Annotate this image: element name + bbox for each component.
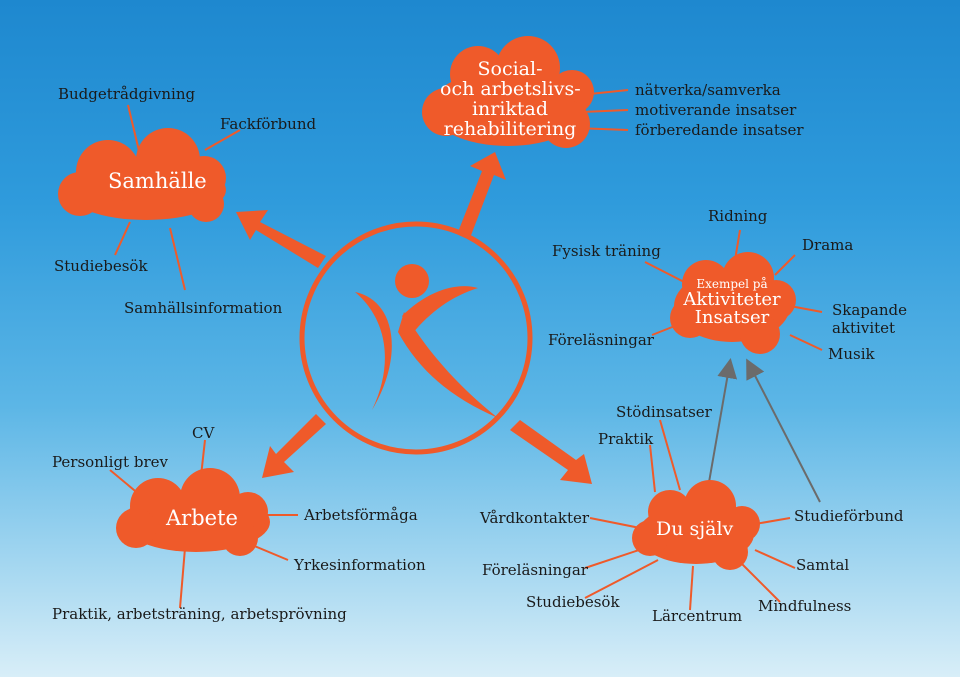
label-aktivitet: aktivitet (832, 319, 896, 337)
label-ridning: Ridning (708, 207, 768, 225)
person-k-logo-icon (355, 264, 498, 418)
arrow-to-du-sjalv (510, 420, 592, 484)
label-vardkontakter: Vårdkontakter (480, 509, 590, 527)
label-studiebesok-samhalle: Studiebesök (54, 257, 148, 275)
label-personligt-brev: Personligt brev (52, 453, 168, 471)
label-praktik-arbetstraning: Praktik, arbetsträning, arbetsprövning (52, 605, 347, 623)
cloud-du-sjalv (632, 480, 760, 570)
hub-aktiviteter: Exempel på Aktiviteter Insatser (676, 278, 788, 328)
label-fysisk-traning: Fysisk träning (552, 242, 661, 260)
label-fackforbund: Fackförbund (220, 115, 317, 133)
hub-samhalle: Samhälle (108, 169, 207, 193)
cloud-aktiviteter (670, 252, 796, 354)
cloud-rehab (422, 36, 594, 148)
hub-arbete: Arbete (166, 506, 238, 530)
label-samhallsinformation: Samhällsinformation (124, 299, 283, 317)
cloud-arbete (116, 468, 270, 556)
label-samtal: Samtal (796, 556, 850, 574)
label-studiebesok-du-sjalv: Studiebesök (526, 593, 620, 611)
label-larcentrum: Lärcentrum (652, 607, 743, 625)
hub-aktiviteter-line1: Exempel på (696, 277, 768, 291)
label-musik: Musik (828, 345, 875, 363)
cloud-samhalle (58, 128, 226, 222)
arrow-to-arbete (262, 414, 326, 478)
label-drama: Drama (802, 236, 854, 254)
hub-rehab-line1: Social- (477, 58, 543, 80)
label-arbetsformaga: Arbetsförmåga (304, 506, 418, 524)
label-motiverande: motiverande insatser (635, 101, 797, 119)
arrow-to-samhalle (236, 210, 326, 268)
label-praktik-du-sjalv: Praktik (598, 430, 654, 448)
label-cv: CV (192, 424, 215, 442)
connector-lines (109, 89, 823, 611)
label-yrkesinformation: Yrkesinformation (294, 556, 426, 574)
hub-rehab-line3: inriktad (471, 97, 549, 120)
label-forberedande: förberedande insatser (635, 121, 804, 139)
label-forelasningar-aktiviteter: Föreläsningar (548, 331, 654, 349)
label-skapande: Skapande (832, 301, 907, 319)
hub-du-sjalv: Du själv (656, 518, 734, 540)
gray-connector-arrows (707, 358, 821, 503)
hub-rehab: Social- och arbetslivs- inriktad rehabil… (440, 58, 581, 140)
hub-aktiviteter-line3: Insatser (694, 307, 770, 329)
hub-aktiviteter-line2: Aktiviteter (683, 288, 781, 310)
label-natverka: nätverka/samverka (635, 81, 781, 99)
cloud-shapes (58, 36, 796, 570)
label-studieforbund: Studieförbund (794, 507, 904, 525)
label-stodinsatser: Stödinsatser (616, 403, 712, 421)
center-arrows (236, 152, 592, 484)
label-mindfulness: Mindfulness (758, 597, 852, 615)
hub-rehab-line4: rehabilitering (443, 117, 577, 140)
label-budgetradgivning: Budgetrådgivning (58, 85, 196, 103)
arrow-to-rehab (458, 152, 506, 238)
center-ring (299, 221, 533, 455)
hub-rehab-line2: och arbetslivs- (440, 77, 581, 100)
label-forelasningar-du-sjalv: Föreläsningar (482, 561, 588, 579)
